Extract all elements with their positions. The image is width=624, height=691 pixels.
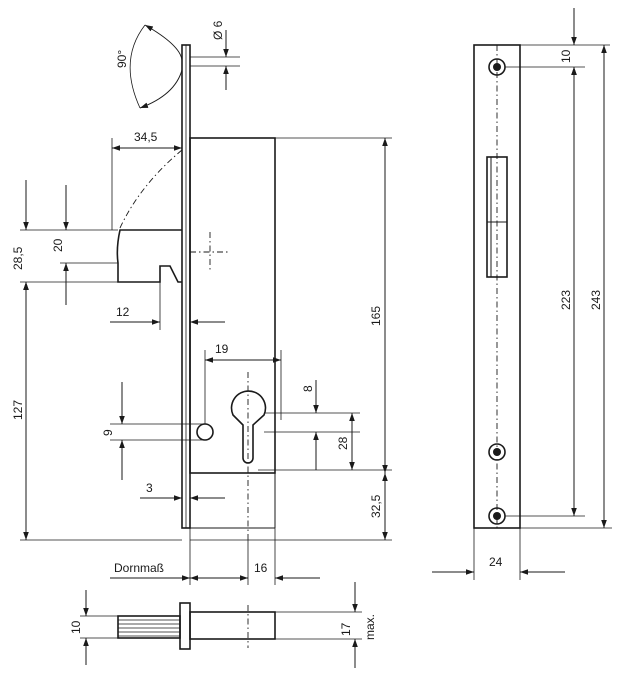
- d17-label: 17: [339, 622, 353, 636]
- forend-side-view: 10 223 243 24: [432, 8, 612, 580]
- dimensions-main: 90° Ø 6 34,5 28,5 20 12 165 19: [11, 20, 392, 585]
- cylinder-profile: [230, 390, 267, 464]
- spindle-hole: [196, 423, 214, 441]
- lock-case: [189, 137, 276, 474]
- d20-label: 20: [51, 238, 65, 252]
- d12-label: 12: [116, 305, 130, 319]
- latch-bolt: [116, 229, 182, 283]
- d34-5-label: 34,5: [134, 130, 158, 144]
- d10-top-label: 10: [559, 49, 573, 63]
- d10-side-label: 10: [69, 620, 83, 634]
- d32-5-label: 32,5: [369, 494, 383, 518]
- d165-label: 165: [369, 306, 383, 326]
- d28-label: 28: [336, 436, 350, 450]
- d127-label: 127: [11, 400, 25, 420]
- d24-label: 24: [489, 555, 503, 569]
- lock-front-view: [111, 44, 276, 540]
- d19-label: 19: [215, 342, 229, 356]
- max-label: max.: [363, 614, 377, 640]
- dia6-label: Ø 6: [211, 20, 225, 40]
- d9-label: 9: [101, 429, 115, 436]
- d3-label: 3: [146, 481, 153, 495]
- screw-hole-mid: [488, 443, 506, 461]
- d243-label: 243: [589, 290, 603, 310]
- dornmass-label: Dornmaß: [114, 561, 164, 575]
- latch-slot: [486, 156, 508, 278]
- d28-5-label: 28,5: [11, 246, 25, 270]
- bottom-view: 10 17 max.: [69, 582, 377, 668]
- d223-label: 223: [559, 290, 573, 310]
- angle-label: 90°: [115, 50, 129, 68]
- d16-label: 16: [254, 561, 268, 575]
- d8-label: 8: [301, 385, 315, 392]
